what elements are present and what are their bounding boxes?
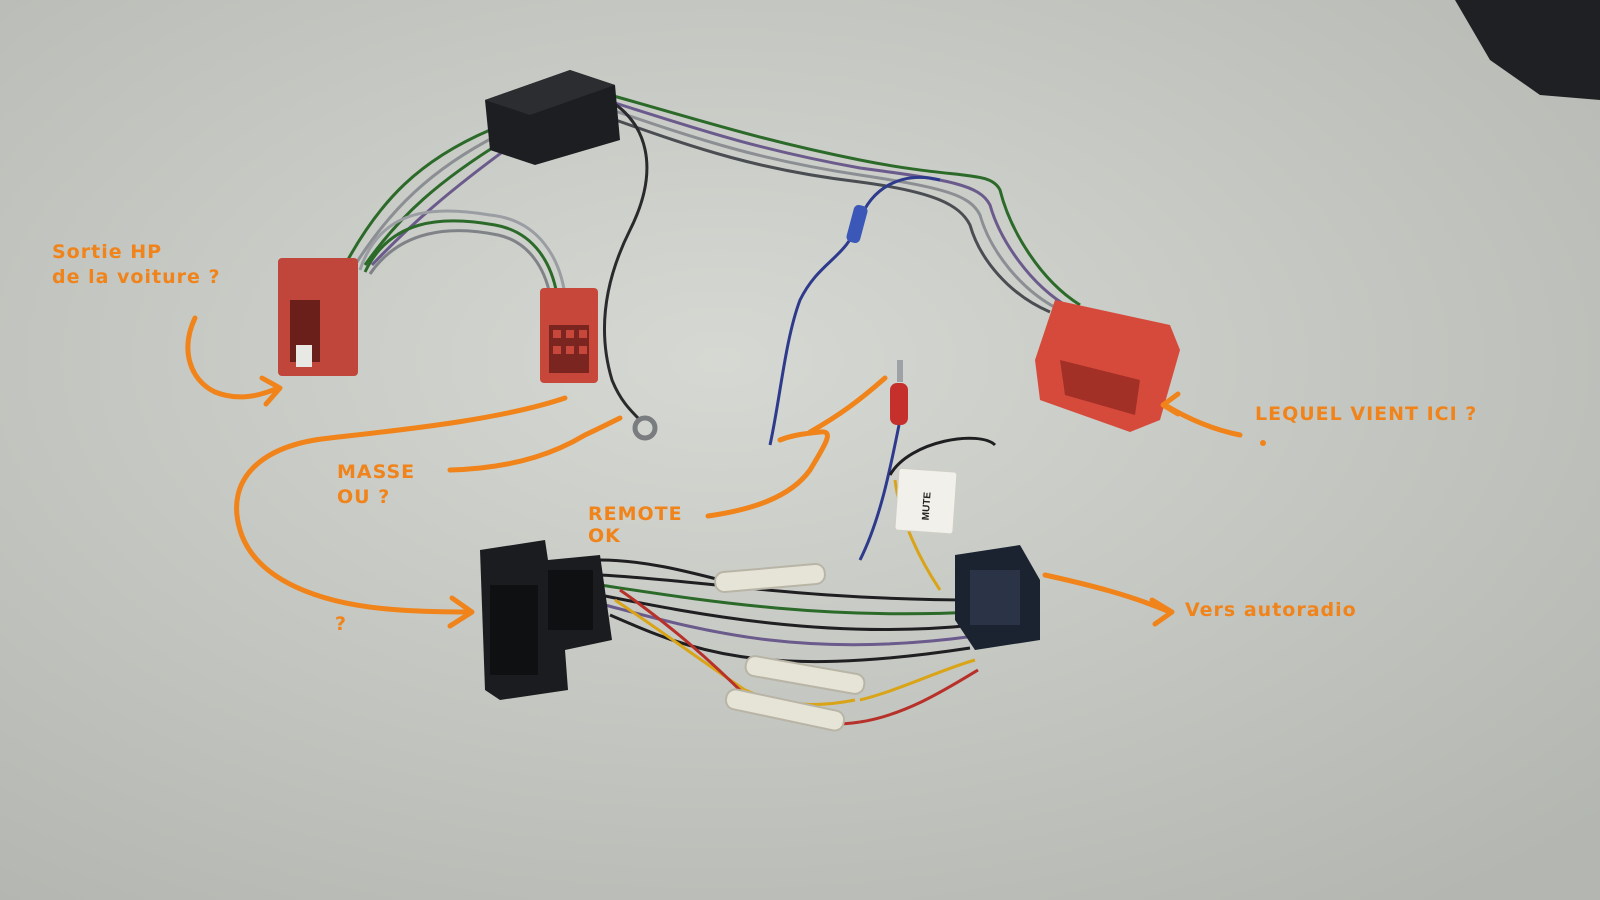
red-connector-large: [278, 258, 358, 376]
ground-ring-terminal: [632, 415, 658, 441]
label-masse-line2: OU ?: [337, 486, 391, 508]
label-masse: MASSE OU ?: [337, 460, 415, 510]
label-masse-line1: MASSE: [337, 461, 416, 483]
crimp-wire: [858, 424, 901, 561]
red-crimp: [890, 383, 908, 425]
label-sortie-hp: Sortie HP de la voiture ?: [52, 240, 221, 290]
arrow-small-red: [234, 395, 568, 615]
clear-connector-3: [724, 688, 846, 732]
label-sortie-hp-line1: Sortie HP: [52, 241, 163, 263]
remote-wire: [768, 175, 941, 446]
arrow-masse: [447, 415, 623, 473]
red-connector-small: [540, 288, 598, 383]
label-remote-line2: OK: [588, 525, 621, 547]
ground-wire: [599, 93, 649, 422]
label-remote: REMOTE OK: [588, 503, 683, 547]
arrow-sortie-hp: [185, 315, 281, 400]
label-lequel-text: LEQUEL VIENT ICI ?: [1255, 403, 1478, 425]
label-question-text: ?: [335, 613, 348, 635]
mute-wire: [888, 436, 997, 476]
label-remote-line1: REMOTE: [588, 503, 683, 525]
mute-tag: MUTE: [894, 467, 958, 535]
red-connector-right: [1035, 300, 1180, 432]
blue-terminal: [846, 204, 868, 244]
label-lequel-vient-ici: LEQUEL VIENT ICI ?: [1255, 402, 1477, 427]
label-question: ?: [335, 612, 347, 637]
corner-device: [1455, 0, 1600, 100]
arrow-remote: [705, 429, 830, 519]
wire-bundle-left: [343, 128, 567, 296]
label-vers-autoradio: Vers autoradio: [1185, 598, 1357, 623]
clear-connector-1: [714, 562, 826, 594]
annotation-arrows: [185, 315, 1243, 629]
black-iso-connector: [480, 540, 612, 700]
label-vers-text: Vers autoradio: [1185, 599, 1357, 621]
mute-tag-label: MUTE: [921, 491, 934, 520]
black-radio-connector: [955, 545, 1040, 650]
clear-connector-2: [744, 655, 866, 695]
pin-terminal: [897, 360, 903, 382]
label-sortie-hp-line2: de la voiture ?: [52, 266, 221, 288]
arrow-vers: [1042, 572, 1173, 615]
